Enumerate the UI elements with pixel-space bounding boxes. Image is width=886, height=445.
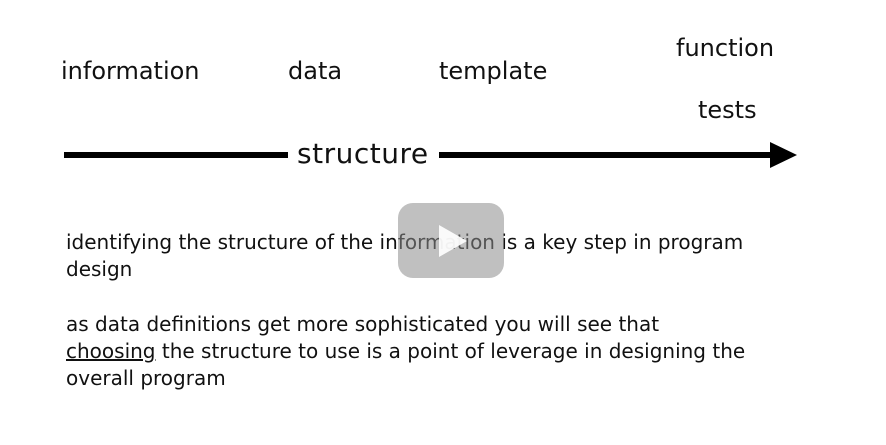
paragraph-choosing-structure: as data definitions get more sophisticat…: [66, 311, 766, 392]
arrow-line-right: [439, 152, 775, 158]
paragraph-2-line-1: as data definitions get more sophisticat…: [66, 312, 660, 336]
label-data: data: [288, 57, 343, 85]
label-information: information: [61, 57, 200, 85]
arrow-line-left: [64, 152, 288, 158]
play-icon: [439, 225, 467, 257]
label-function: function: [676, 34, 775, 62]
arrow-head-icon: [770, 142, 797, 168]
play-button[interactable]: [398, 203, 504, 278]
underlined-word-choosing: choosing: [66, 339, 156, 363]
label-template: template: [439, 57, 548, 85]
structure-label: structure: [297, 137, 429, 170]
paragraph-2-rest: the structure to use is a point of lever…: [66, 339, 746, 390]
label-tests: tests: [698, 96, 757, 124]
